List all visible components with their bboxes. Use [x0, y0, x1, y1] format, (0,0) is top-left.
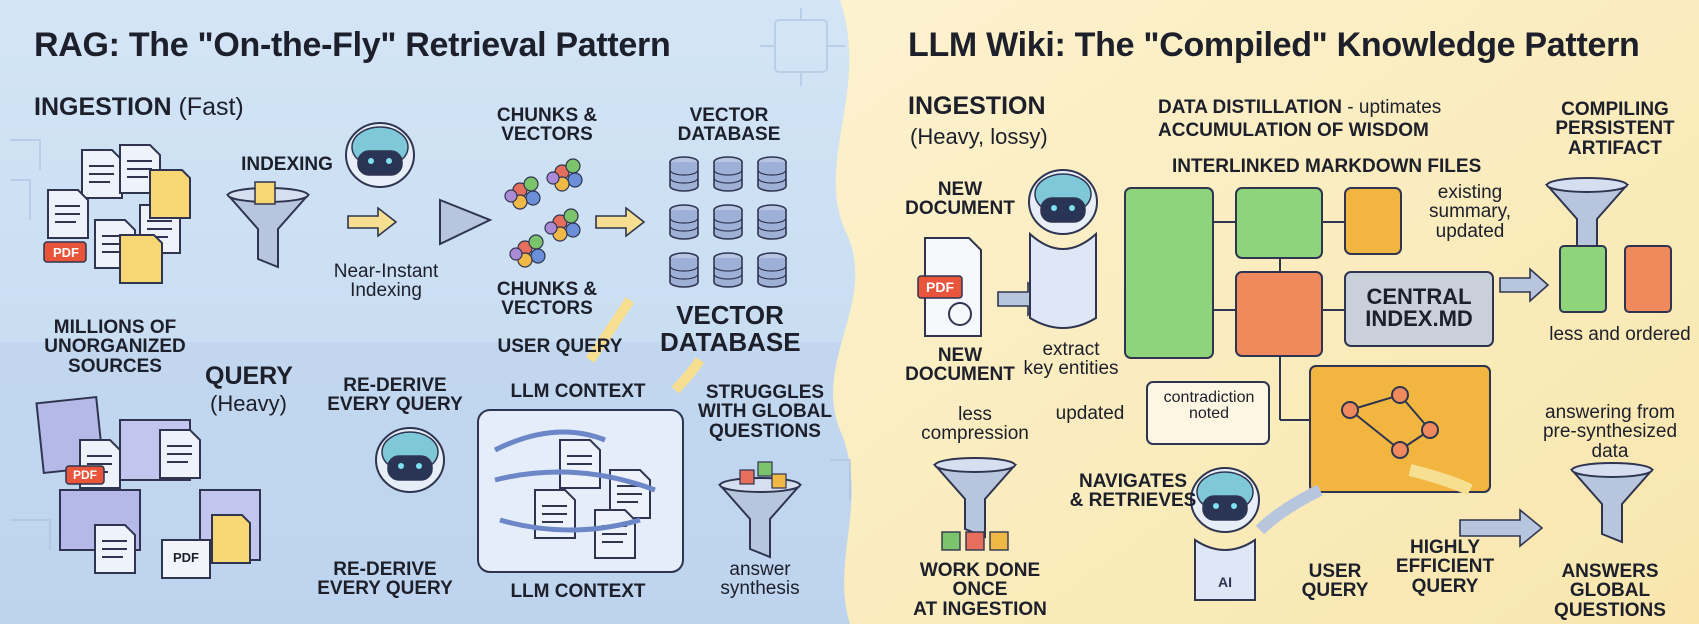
rag-source-pile — [43, 144, 191, 284]
rag-llm-context-top-label: LLM CONTEXT — [510, 381, 646, 402]
rag-chunks-bottom-label: CHUNKS & VECTORS — [496, 279, 598, 320]
wiki-data-distillation: DATA DISTILLATION - uptimates — [1158, 98, 1441, 117]
wiki-ingestion-sub: (Heavy, lossy) — [910, 124, 1048, 149]
wiki-data-distill-rest: - uptimates — [1342, 97, 1442, 118]
rag-ingestion-heading: INGESTION (Fast) — [34, 93, 244, 121]
rag-llm-context-bottom-label: LLM CONTEXT — [510, 581, 646, 602]
wiki-highly-efficient-label: HIGHLY EFFICIENT QUERY — [1395, 537, 1495, 597]
wiki-data-distill-bold: DATA DISTILLATION — [1158, 97, 1342, 118]
rag-struggles-label: STRUGGLES WITH GLOBAL QUESTIONS — [697, 382, 833, 442]
rag-title-rest: The "On-the-Fly" Retrieval Pattern — [119, 26, 671, 64]
wiki-updated-label: updated — [1055, 403, 1125, 424]
wiki-pdf-badge: PDF — [926, 279, 954, 295]
rag-answer-synthesis-label: answer synthesis — [720, 559, 800, 600]
rag-title-bold: RAG: — [34, 26, 120, 64]
wiki-new-document — [917, 237, 982, 337]
wiki-compiling-label: COMPILING PERSISTENT ARTIFACT — [1555, 99, 1675, 159]
rag-chunks-top-label: CHUNKS & VECTORS — [496, 105, 598, 146]
rag-vector-db-top-label: VECTOR DATABASE — [677, 105, 781, 146]
rag-vector-db-icon — [669, 156, 787, 288]
wiki-title-bold: LLM Wiki: — [908, 26, 1066, 64]
wiki-interlinked-label: INTERLINKED MARKDOWN FILES — [1172, 156, 1482, 177]
wiki-user-query-label: USER QUERY — [1301, 561, 1369, 602]
wiki-graph-box — [1309, 365, 1491, 493]
wiki-central-index-label: CENTRAL INDEX.MD — [1365, 284, 1473, 332]
wiki-accumulation-label: ACCUMULATION OF WISDOM — [1158, 120, 1429, 141]
rag-near-instant-label: Near-Instant Indexing — [333, 261, 439, 302]
rag-millions-label: MILLIONS OF UNORGANIZED SOURCES — [44, 317, 186, 377]
wiki-new-doc-top-label: NEW DOCUMENT — [905, 179, 1015, 220]
wiki-answering-from-label: answering from pre-synthesized data — [1542, 402, 1678, 462]
wiki-title: LLM Wiki: The "Compiled" Knowledge Patte… — [908, 26, 1640, 64]
wiki-less-ordered-label: less and ordered — [1549, 324, 1691, 345]
rag-rederive-bottom-label: RE-DERIVE EVERY QUERY — [317, 559, 453, 600]
rag-user-query-label: USER QUERY — [497, 336, 623, 357]
wiki-contradiction-label: contradiction noted — [1163, 389, 1255, 423]
rag-title: RAG: The "On-the-Fly" Retrieval Pattern — [34, 26, 671, 64]
rag-query-pdf-badge: PDF — [73, 468, 97, 482]
wiki-new-doc-bottom-label: NEW DOCUMENT — [905, 345, 1015, 386]
rag-vector-db-big-label: VECTOR DATABASE — [660, 300, 801, 357]
rag-rederive-top-label: RE-DERIVE EVERY QUERY — [327, 375, 463, 416]
rag-indexing-label: INDEXING — [241, 154, 333, 175]
wiki-extract-label: extract key entities — [1023, 339, 1119, 380]
rag-query-label: QUERY — [205, 362, 293, 390]
rag-query-pdf-label: PDF — [173, 550, 199, 565]
wiki-existing-summary-label: existing summary, updated — [1429, 182, 1511, 242]
wiki-title-rest: The "Compiled" Knowledge Pattern — [1065, 26, 1640, 64]
wiki-less-compression-label: less compression — [921, 404, 1029, 445]
wiki-green-file — [1124, 187, 1214, 359]
rag-ingestion-label: INGESTION — [34, 93, 172, 121]
wiki-work-done-label: WORK DONE ONCE AT INGESTION — [913, 560, 1047, 620]
rag-pdf-badge: PDF — [53, 245, 79, 260]
wiki-ai-badge: AI — [1218, 574, 1232, 590]
rag-ingestion-sub: (Fast) — [178, 93, 244, 121]
wiki-navigates-label: NAVIGATES & RETRIEVES — [1069, 471, 1197, 512]
rag-query-sub: (Heavy) — [210, 391, 288, 416]
wiki-ingestion-label: INGESTION — [908, 92, 1046, 120]
rag-query-pile — [35, 395, 261, 579]
wiki-answers-global-label: ANSWERS GLOBAL QUESTIONS — [1554, 561, 1666, 621]
